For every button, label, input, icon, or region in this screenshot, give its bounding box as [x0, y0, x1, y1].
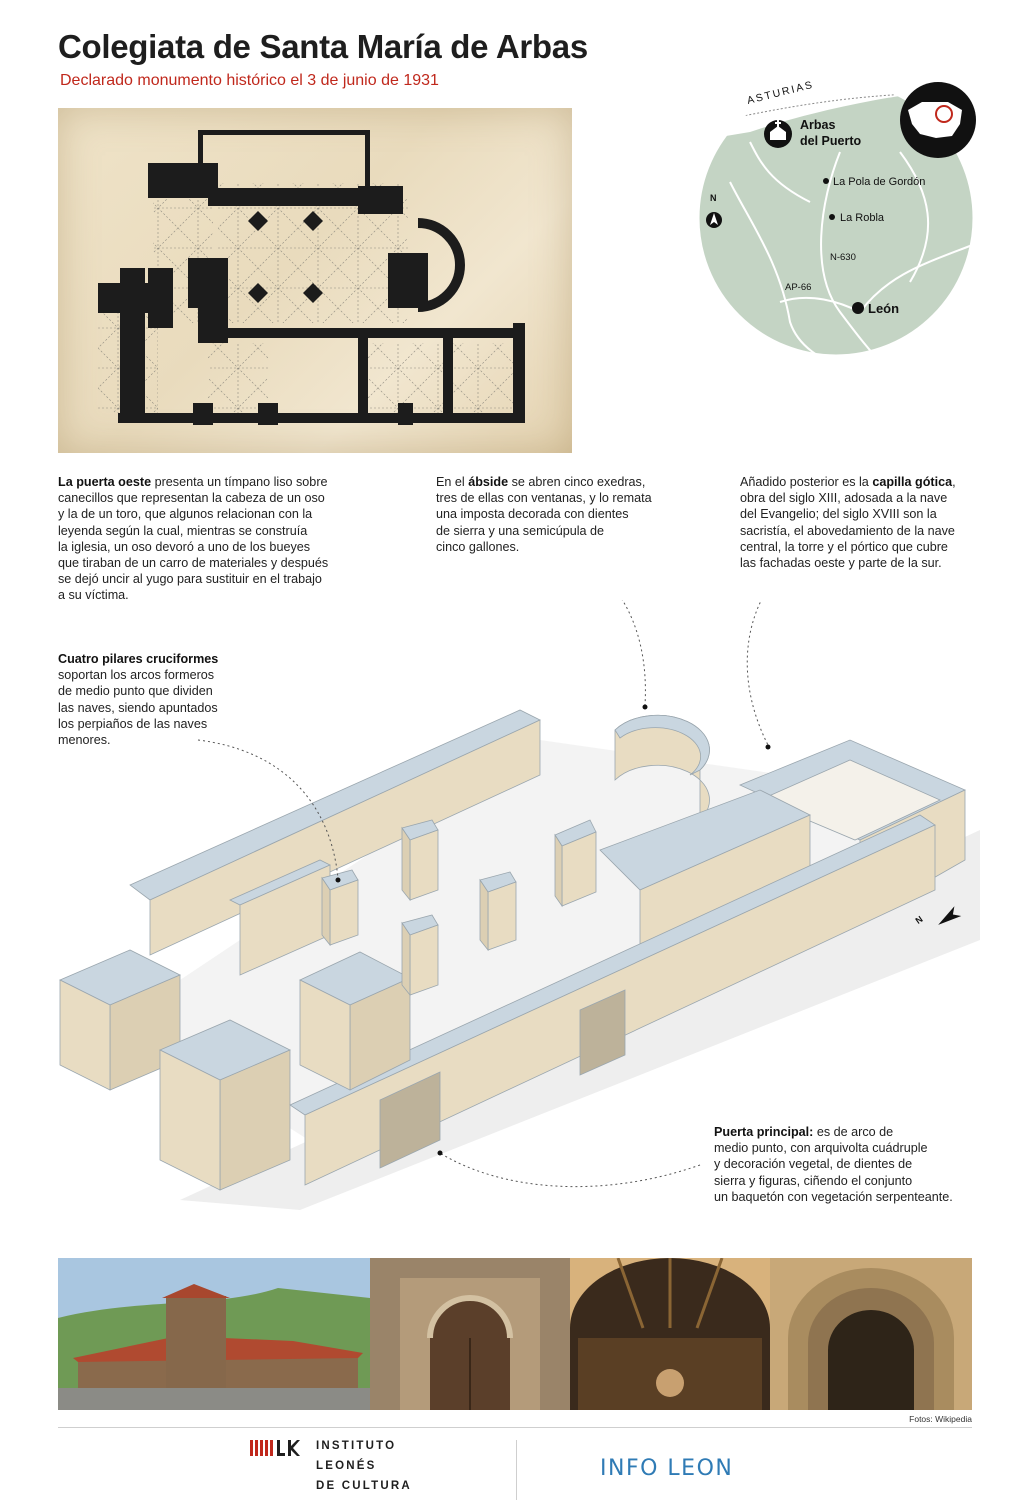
- footer-divider: [58, 1427, 972, 1428]
- map-road-n630: N-630: [830, 252, 856, 263]
- compass-arrow-icon: N: [914, 906, 962, 926]
- spain-inset-icon: [900, 82, 976, 158]
- photo-portal: [770, 1258, 972, 1410]
- floor-plan-drawing: [98, 130, 525, 425]
- svg-text:N: N: [914, 914, 925, 926]
- page-title: Colegiata de Santa María de Arbas: [58, 28, 588, 65]
- ilc-logo-icon: [250, 1440, 300, 1456]
- photo-main-door: [370, 1258, 570, 1410]
- svg-text:N: N: [710, 193, 717, 203]
- town-marker-arbas: [764, 120, 792, 148]
- map-place-robla: La Robla: [840, 212, 885, 224]
- annotation-apse: En el ábside se abren cinco exedras, tre…: [436, 475, 652, 554]
- ilc-name-line3: DE CULTURA: [316, 1480, 412, 1492]
- map-place-leon: León: [868, 301, 899, 316]
- footer-vertical-divider: [516, 1440, 517, 1500]
- annotation-west-door: La puerta oeste presenta un tímpano liso…: [58, 475, 329, 603]
- photo-exterior: [58, 1258, 370, 1410]
- annotation-gothic-chapel: Añadido posterior es la capilla gótica, …: [740, 475, 956, 571]
- map-town-line1: Arbas: [800, 118, 835, 132]
- locator-map: ASTURIAS Arbas del Puerto La Pola de Gor…: [696, 78, 976, 358]
- north-arrow-icon: N: [706, 193, 722, 228]
- photo-strip: [58, 1258, 972, 1410]
- annotation-pillars: Cuatro pilares cruciformes soportan los …: [58, 652, 219, 748]
- infoleon-logo: INFO LEON: [600, 1456, 734, 1481]
- photo-credit: Fotos: Wikipedia: [909, 1414, 972, 1424]
- ilc-name-line1: INSTITUTO: [316, 1440, 397, 1452]
- isometric-church-diagram: N: [59, 600, 980, 1210]
- map-town-line2: del Puerto: [800, 134, 861, 148]
- map-road-ap66: AP-66: [785, 282, 811, 293]
- floor-plan-card: [58, 108, 572, 453]
- map-place-pola: La Pola de Gordón: [833, 176, 925, 188]
- page-subtitle: Declarado monumento histórico el 3 de ju…: [60, 72, 439, 89]
- pillar-group: [321, 819, 597, 997]
- ilc-name-line2: LEONÉS: [316, 1460, 377, 1472]
- photo-apse-interior: [570, 1258, 770, 1410]
- annotation-main-door: Puerta principal: es de arco de medio pu…: [714, 1125, 953, 1204]
